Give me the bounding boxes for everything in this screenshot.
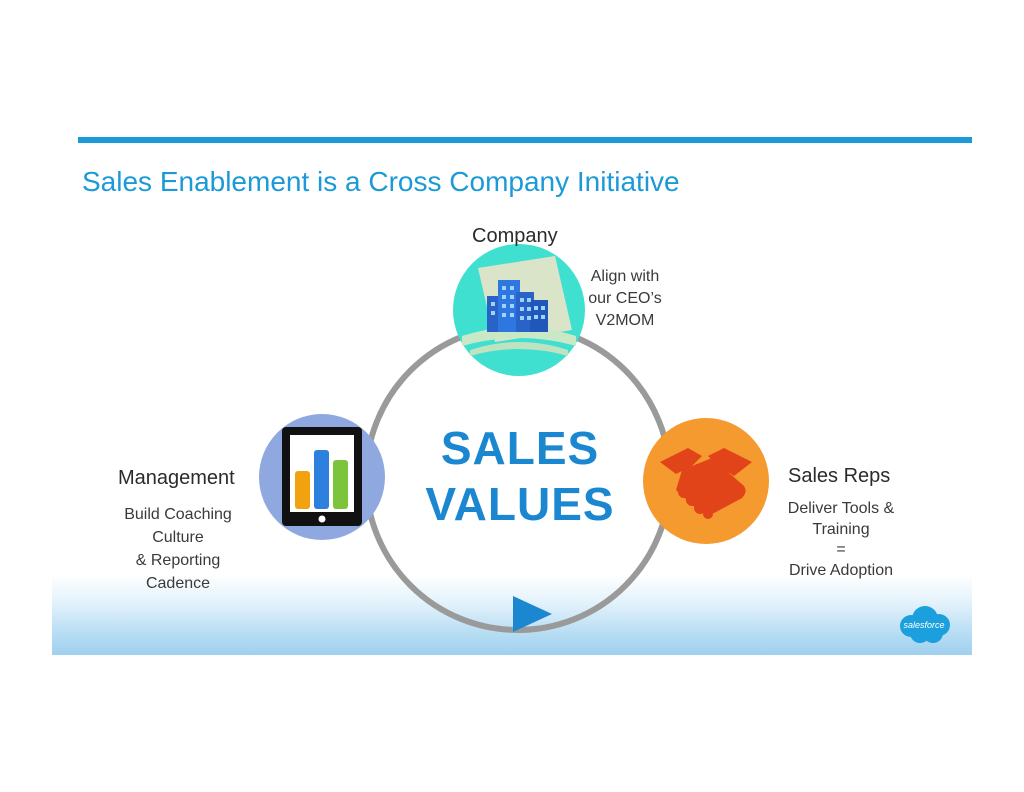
sales-values-line-2: VALUES [425,478,615,530]
management-node [259,414,385,540]
sales-reps-description: Deliver Tools & Training = Drive Adoptio… [776,499,906,581]
company-heading: Company [472,225,558,247]
sales-reps-heading: Sales Reps [788,465,891,487]
tablet-chart-icon [282,427,362,526]
sales-reps-line-1: Deliver Tools & [787,500,895,517]
company-line-1: Align with [590,268,660,285]
sales-reps-line-4: Drive Adoption [788,561,894,579]
sales-values-line-1: SALES [440,422,600,474]
bottom-gradient-band [52,575,972,655]
handshake-icon [660,448,752,519]
salesforce-logo-text: salesforce [903,620,945,630]
company-line-2: our CEO’s [588,290,662,307]
management-line-2: Culture [152,529,204,546]
office-buildings-icon [462,256,576,356]
sales-reps-line-2: Training [812,520,870,538]
management-heading: Management [118,467,235,489]
company-node [453,244,585,376]
cycle-arrow-icon [513,596,552,632]
sales-values-label: SALES VALUES [410,420,630,532]
salesforce-cloud-logo [900,606,950,643]
management-line-4: Cadence [145,575,211,592]
sales-reps-node [643,418,769,544]
management-description: Build Coaching Culture & Reporting Caden… [110,503,246,595]
management-line-3: & Reporting [135,552,221,569]
top-rule [78,137,972,143]
sales-reps-line-3: = [836,541,846,558]
management-line-1: Build Coaching [124,506,232,523]
company-line-3: V2MOM [595,312,655,329]
slide-title: Sales Enablement is a Cross Company Init… [82,166,680,197]
company-description: Align with our CEO’s V2MOM [578,266,672,332]
